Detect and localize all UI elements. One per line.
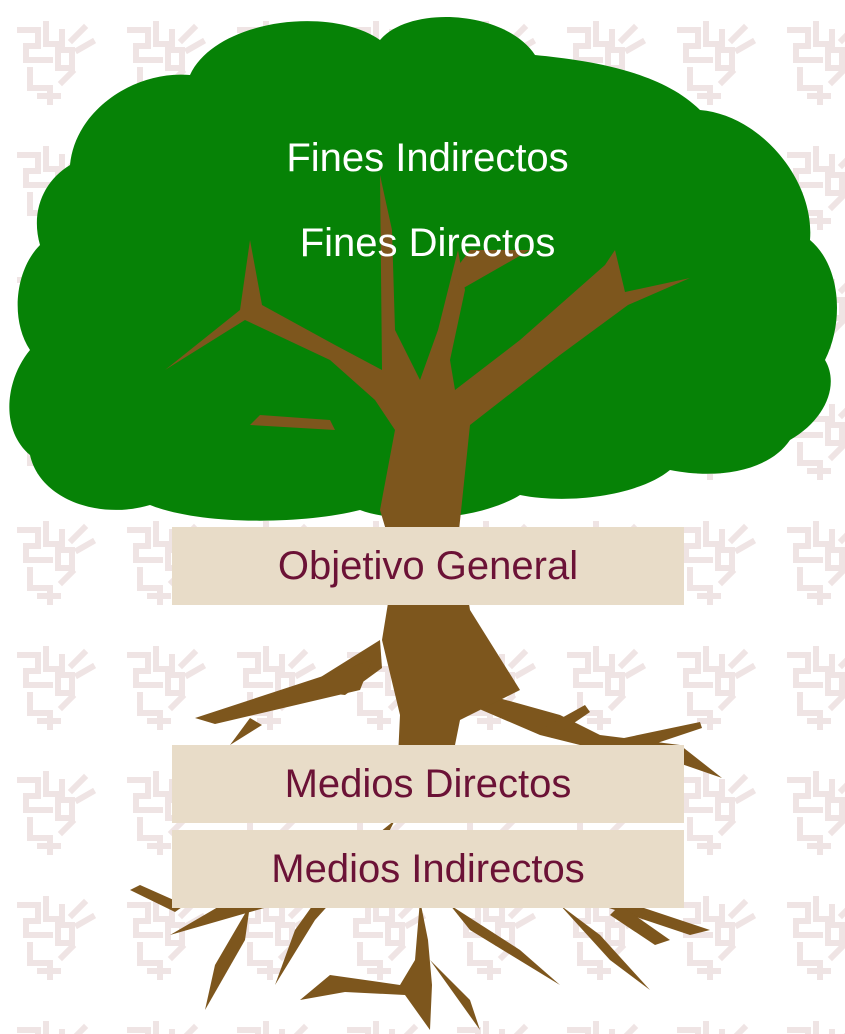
- objetivo-general-label: Objetivo General: [277, 543, 579, 588]
- fines-directos-label: Fines Directos: [299, 221, 556, 265]
- medios-indirectos-box: Medios Indirectos: [172, 830, 684, 908]
- medios-directos-label: Medios Directos: [284, 761, 572, 806]
- medios-indirectos-label: Medios Indirectos: [271, 846, 585, 891]
- tree-canopy: [9, 17, 837, 521]
- objetivo-general-box: Objetivo General: [172, 527, 684, 605]
- medios-directos-box: Medios Directos: [172, 745, 684, 823]
- fines-indirectos-label: Fines Indirectos: [286, 136, 569, 180]
- tree-trunk: [165, 175, 690, 822]
